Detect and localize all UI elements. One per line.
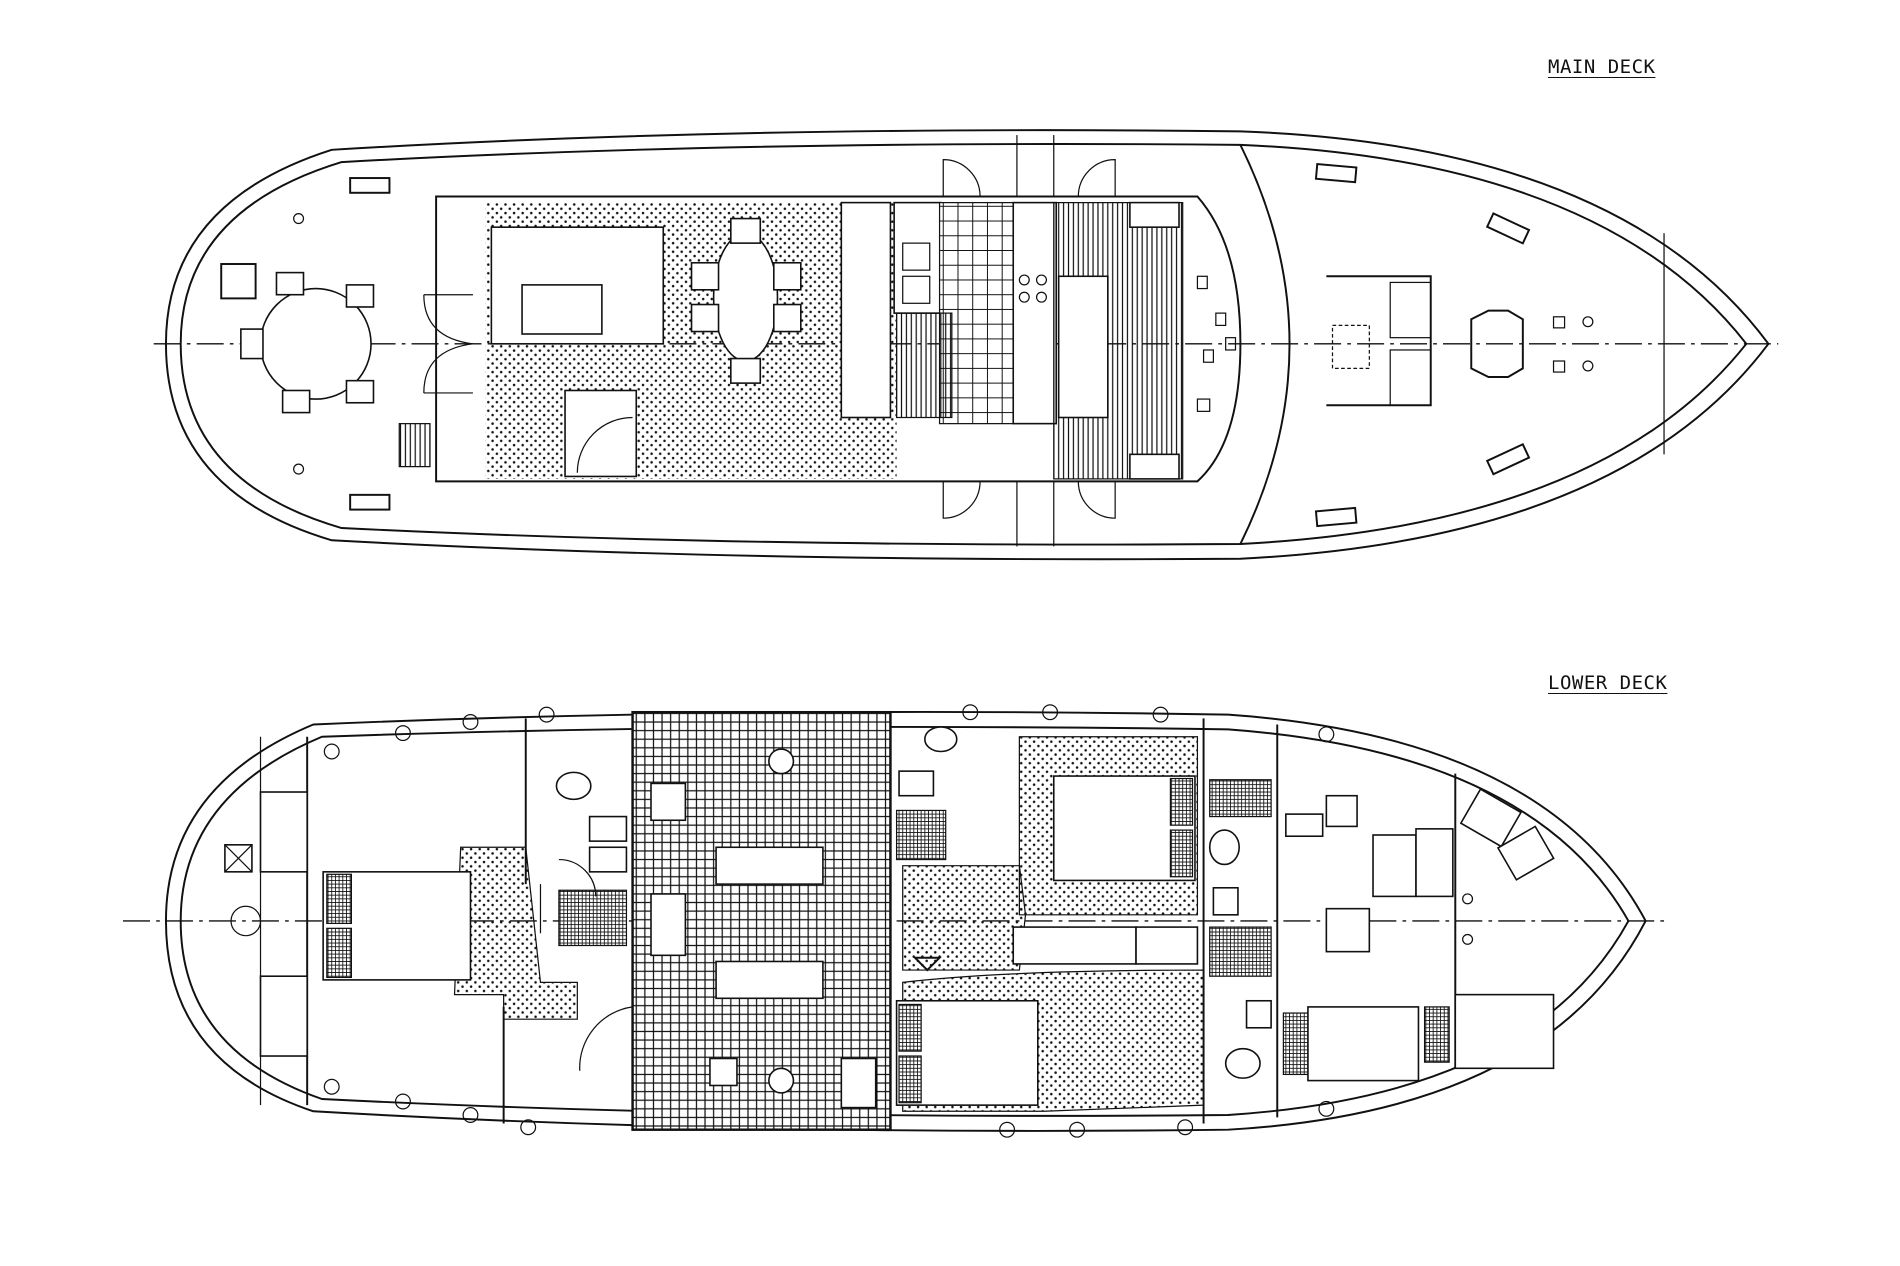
wheelhouse-bench <box>1057 275 1109 419</box>
foredeck-line <box>1239 144 1291 545</box>
aft-hatch <box>220 263 257 300</box>
lower-hull-inner <box>179 725 1630 1117</box>
main-deck-title: MAIN DECK <box>1548 56 1656 78</box>
main-hull-inner <box>179 143 1748 546</box>
sideboard <box>840 201 892 419</box>
bunks <box>1012 926 1555 1082</box>
deckhouse <box>435 195 1242 483</box>
lower-hull-outer <box>164 710 1647 1132</box>
aft-chairs <box>240 271 375 414</box>
forward-furniture <box>1285 788 1555 953</box>
dining-chairs <box>690 217 802 384</box>
lower-deck-plan <box>122 704 1671 1138</box>
stove-icon <box>1018 274 1048 303</box>
spiral-stair <box>564 389 638 478</box>
stairs-down <box>895 312 953 419</box>
main-deck-plan <box>153 129 1779 561</box>
portholes <box>230 704 1474 1138</box>
berths-aft <box>224 791 308 1057</box>
foredeck-hatch <box>1326 275 1432 407</box>
sanitary-fittings <box>555 726 1272 1079</box>
boarding-ladder <box>398 423 431 468</box>
cleats <box>349 163 1531 528</box>
engine-room-equipment <box>650 748 877 1109</box>
coffee-table <box>521 284 603 335</box>
deck-doors <box>423 135 1116 547</box>
galley-sink-counter <box>893 201 942 314</box>
main-hull-outer <box>164 129 1770 561</box>
galley-stove-counter <box>1012 201 1058 425</box>
helm-console <box>1196 275 1237 412</box>
lower-deck-title: LOWER DECK <box>1548 672 1668 694</box>
dining-table <box>712 232 779 362</box>
windlass <box>1470 309 1524 378</box>
